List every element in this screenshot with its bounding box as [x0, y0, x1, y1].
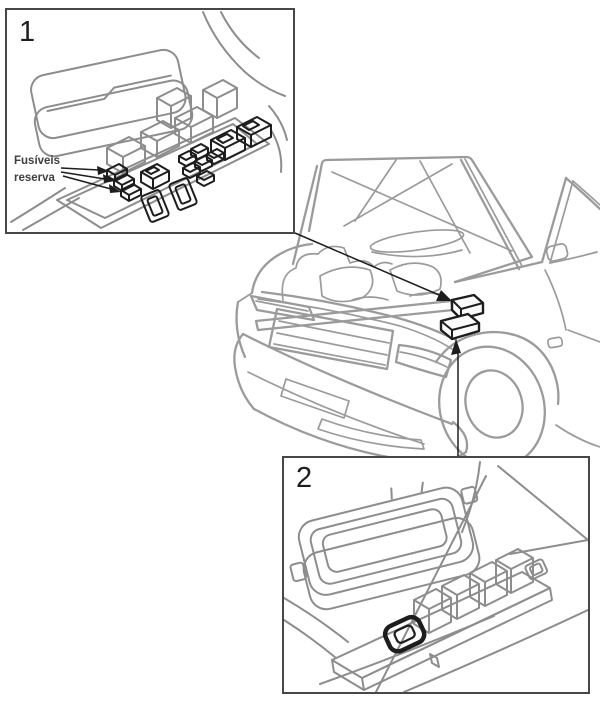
car-side-body-drawing — [434, 269, 600, 469]
fuse-box-location-marker — [439, 293, 485, 341]
fuse-panel-drawing — [56, 79, 272, 229]
callout-arrow-inset1 — [294, 232, 452, 301]
inset-2-relay-block: 2 — [282, 456, 590, 694]
spare-fuses-label-line2: reserva — [14, 172, 55, 185]
car-windshield-pillar-drawing — [453, 176, 600, 284]
spare-fuses-label: Fusíveis reserva — [14, 153, 60, 188]
relay-block-drawing — [331, 548, 553, 691]
car-hood-open-drawing — [291, 155, 534, 284]
fuse-box-cover-drawing — [30, 48, 194, 158]
inset-2-number-label: 2 — [296, 462, 314, 494]
fuse-box-cover-removed-drawing — [289, 481, 481, 611]
inset-1-engine-fuse-box: 1 Fusíveis reserva — [5, 8, 295, 234]
inset1-background-body-lines — [10, 11, 288, 231]
spare-fuses-arrows — [60, 166, 121, 193]
spare-fuses-label-line1: Fusíveis — [14, 155, 61, 167]
inset-1-drawing — [10, 11, 288, 231]
inset-1-number-label: 1 — [19, 16, 37, 48]
callout-arrow-inset2 — [451, 339, 461, 456]
inset-2-drawing — [284, 461, 588, 692]
car-front-face-drawing — [233, 290, 469, 464]
highlighted-fuse-marker — [382, 614, 427, 654]
